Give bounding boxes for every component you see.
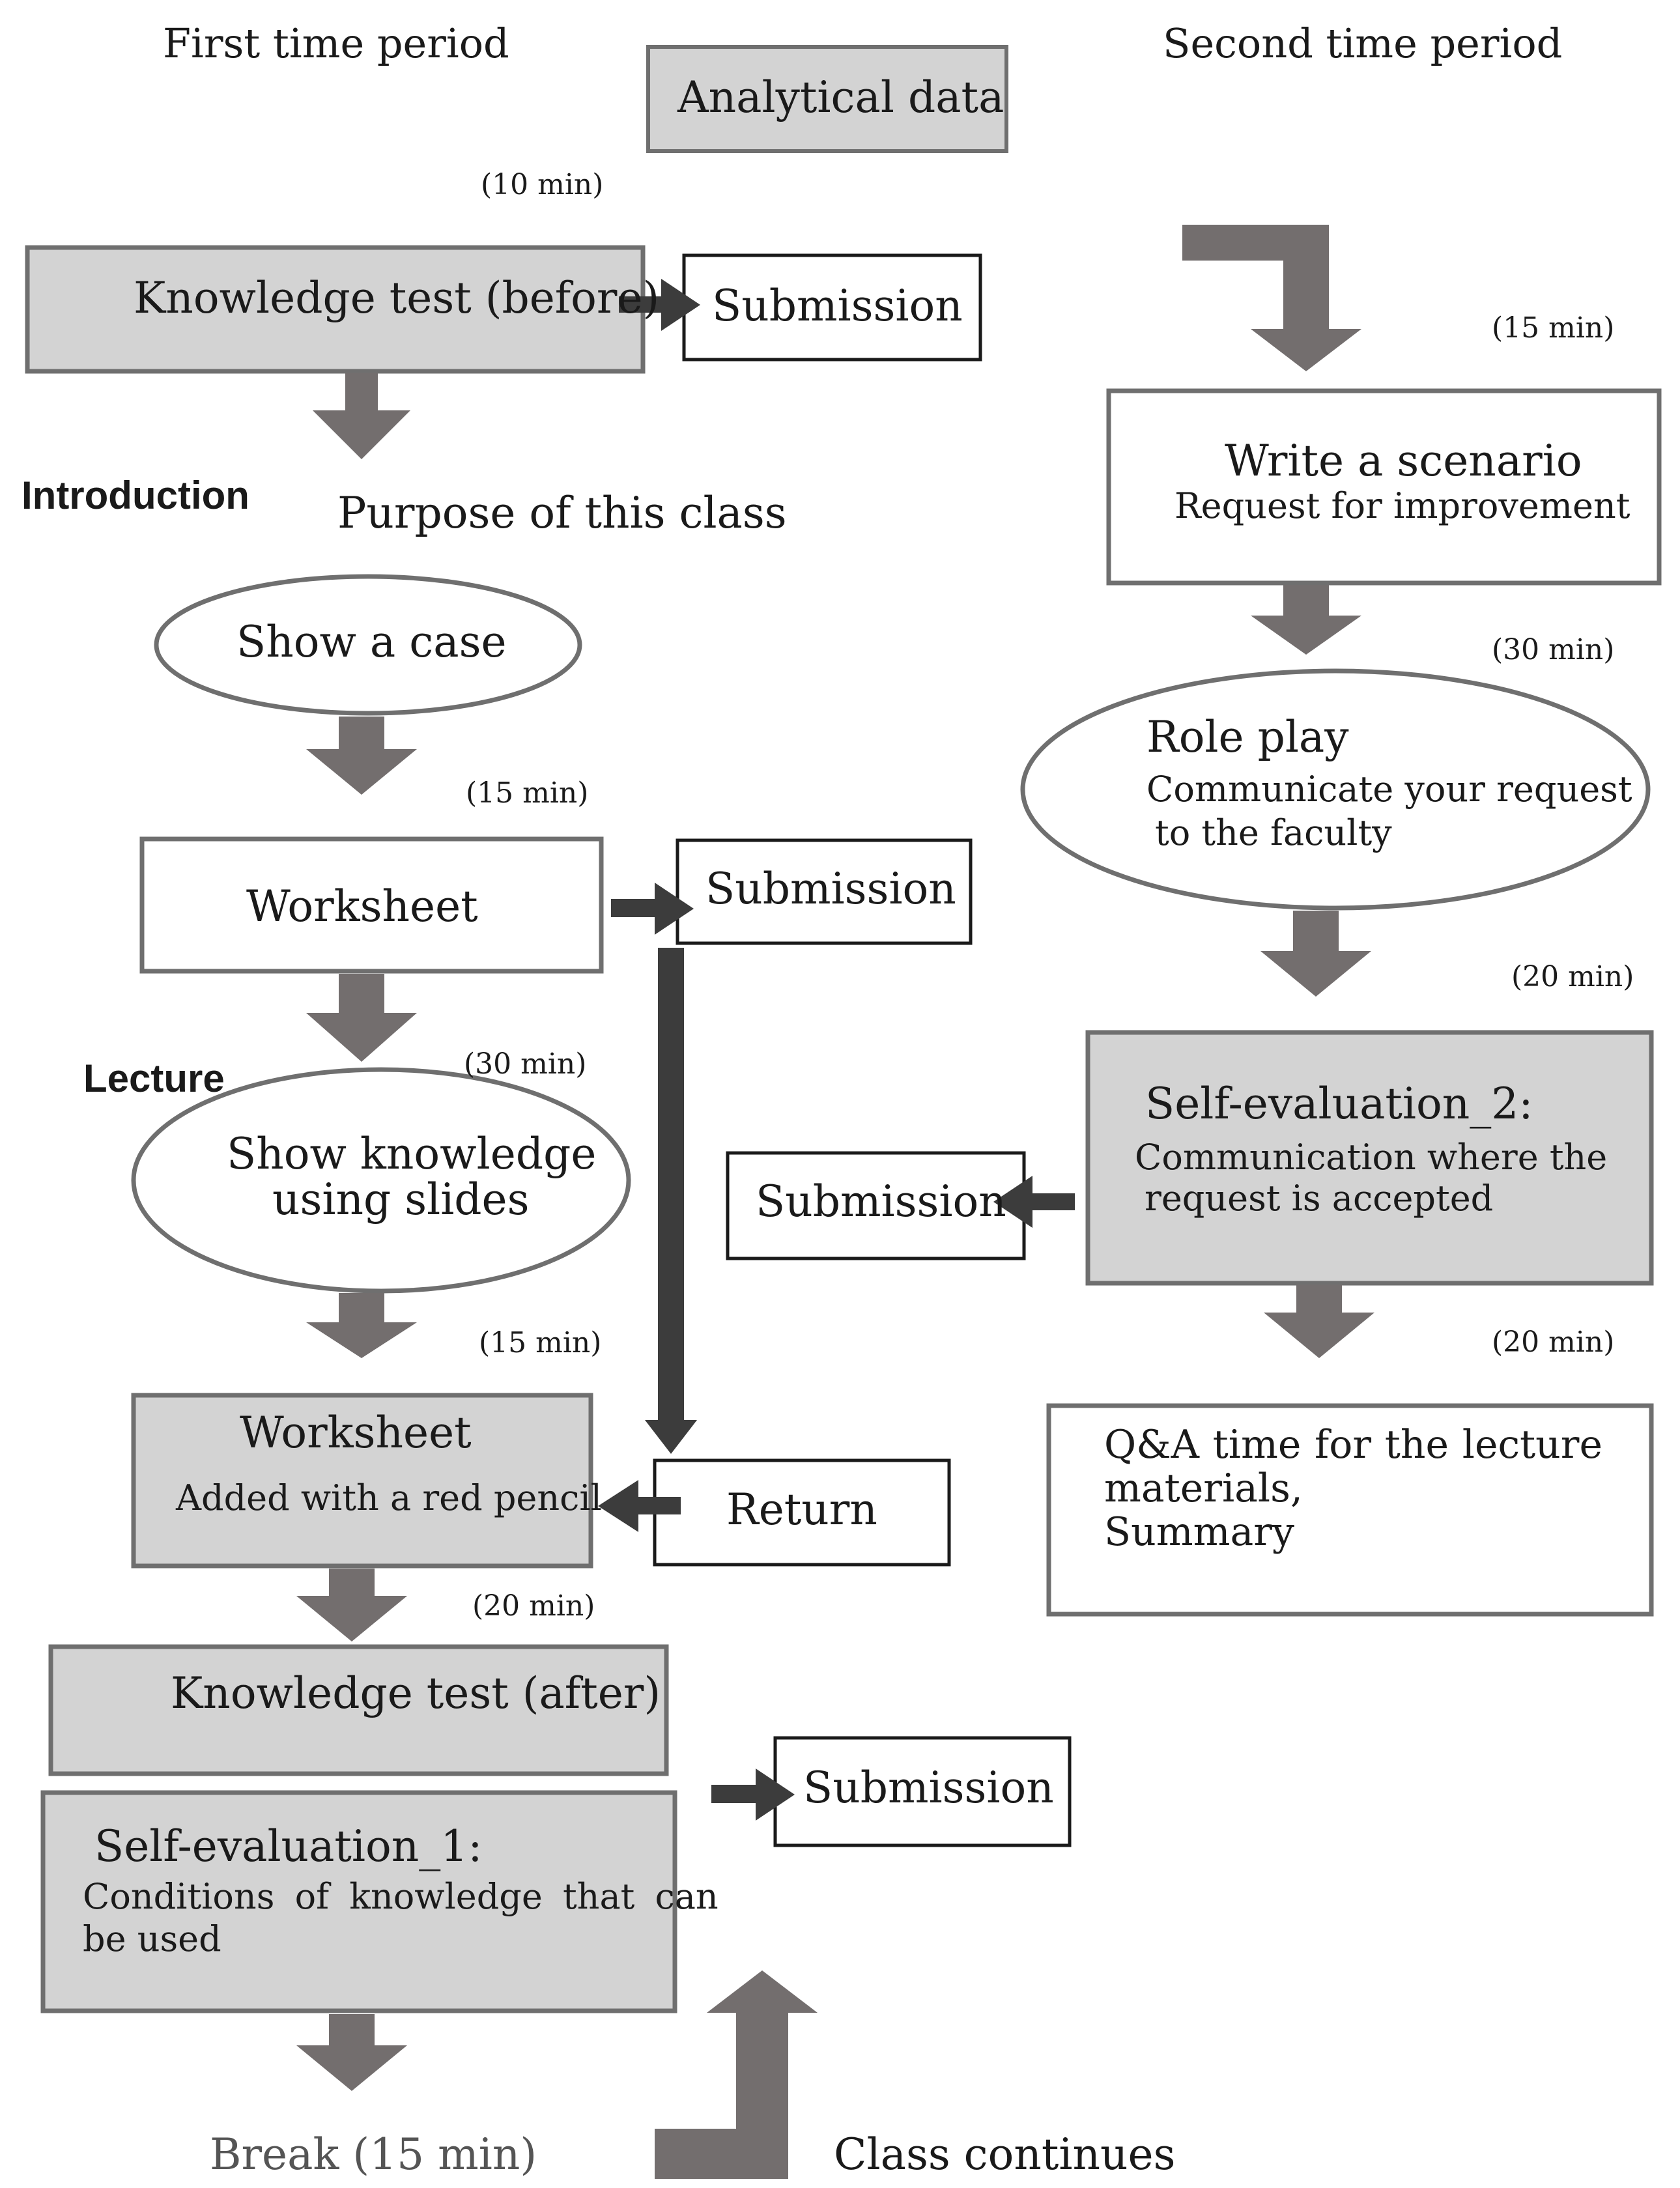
second-period-header: Second time period bbox=[1163, 20, 1563, 67]
return-label: Return bbox=[726, 1485, 877, 1535]
knowledge-test-before-label: Knowledge test (before) bbox=[134, 273, 660, 323]
worksheet-label: Worksheet bbox=[246, 881, 478, 931]
knowledge-test-before-box bbox=[25, 245, 646, 374]
time-label: (10 min) bbox=[481, 168, 604, 201]
submission-label-2: Submission bbox=[705, 864, 956, 914]
purpose-label: Purpose of this class bbox=[337, 488, 787, 538]
first-period-header: First time period bbox=[163, 20, 509, 67]
time-label: (20 min) bbox=[472, 1589, 595, 1623]
submission-box-1 bbox=[682, 253, 982, 362]
submission-box-2 bbox=[676, 838, 973, 945]
analytical-data-label: Analytical data bbox=[677, 72, 1004, 122]
show-knowledge-ellipse bbox=[131, 1067, 631, 1294]
time-label: (20 min) bbox=[1511, 960, 1634, 993]
submission-label-1: Submission bbox=[712, 281, 963, 331]
self-evaluation-1-box bbox=[40, 1790, 677, 2013]
role-play-ellipse bbox=[1020, 668, 1651, 911]
role-play-sub1: Communicate your request bbox=[1146, 769, 1632, 810]
right-arrow bbox=[611, 883, 694, 935]
self-evaluation-1-sub1: Conditions of knowledge that can bbox=[83, 1876, 719, 1917]
self-evaluation-1-title: Self-evaluation_1: bbox=[94, 1821, 483, 1871]
role-play-title: Role play bbox=[1146, 712, 1349, 762]
bent-arrow-second-period-start bbox=[1182, 225, 1361, 371]
down-arrow bbox=[296, 2014, 407, 2091]
break-label: Break (15 min) bbox=[210, 2129, 537, 2180]
qa-box bbox=[1046, 1403, 1654, 1617]
time-label: (30 min) bbox=[464, 1047, 587, 1081]
down-arrow bbox=[1264, 1285, 1374, 1358]
write-scenario-sub: Request for improvement bbox=[1175, 485, 1630, 526]
knowledge-test-after-label: Knowledge test (after) bbox=[171, 1668, 661, 1718]
self-evaluation-1-sub2: be used bbox=[83, 1918, 221, 1959]
submission-box-3 bbox=[773, 1736, 1072, 1847]
down-arrow bbox=[1260, 911, 1371, 997]
time-label: (20 min) bbox=[1492, 1326, 1615, 1359]
class-continues-label: Class continues bbox=[834, 2129, 1176, 2180]
introduction-label: Introduction bbox=[21, 474, 249, 517]
show-case-ellipse bbox=[154, 574, 582, 716]
lecture-label: Lecture bbox=[83, 1057, 225, 1100]
time-label: (15 min) bbox=[479, 1326, 602, 1359]
write-scenario-title: Write a scenario bbox=[1225, 436, 1582, 486]
submission-box-4 bbox=[726, 1151, 1026, 1260]
return-box bbox=[653, 1458, 951, 1567]
submission-label-3: Submission bbox=[803, 1763, 1054, 1813]
self-evaluation-2-sub2: request is accepted bbox=[1145, 1178, 1494, 1219]
qa-line1: Q&A time for the lecture bbox=[1104, 1422, 1602, 1468]
time-label: (15 min) bbox=[466, 776, 589, 810]
qa-text: Q&A time for the lecture materials, Summ… bbox=[1104, 1423, 1602, 1555]
analytical-data-box bbox=[646, 45, 1008, 153]
submission-label-4: Submission bbox=[756, 1176, 1006, 1227]
right-arrow bbox=[619, 279, 700, 331]
knowledge-test-after-box bbox=[48, 1644, 669, 1776]
worksheet-red-sub: Added with a red pencil bbox=[176, 1477, 602, 1518]
bent-arrow-class-continues bbox=[655, 1970, 818, 2179]
self-evaluation-2-sub1: Communication where the bbox=[1135, 1137, 1608, 1178]
down-arrow bbox=[1251, 585, 1361, 655]
qa-line3: Summary bbox=[1104, 1509, 1294, 1556]
down-arrow bbox=[313, 373, 410, 459]
qa-line2: materials, bbox=[1104, 1466, 1303, 1512]
down-arrow bbox=[306, 974, 417, 1062]
self-evaluation-2-title: Self-evaluation_2: bbox=[1145, 1079, 1533, 1129]
show-case-label: Show a case bbox=[236, 617, 507, 667]
show-knowledge-line1: Show knowledge bbox=[227, 1129, 597, 1179]
left-arrow bbox=[598, 1480, 681, 1532]
worksheet-red-pencil-box bbox=[131, 1393, 593, 1569]
worksheet-box bbox=[139, 836, 604, 974]
left-arrow bbox=[993, 1176, 1075, 1228]
role-play-sub2: to the faculty bbox=[1155, 812, 1392, 853]
return-down-arrow bbox=[645, 948, 697, 1454]
time-label: (15 min) bbox=[1492, 311, 1615, 345]
show-knowledge-line2: using slides bbox=[272, 1174, 530, 1225]
self-evaluation-2-box bbox=[1085, 1030, 1654, 1286]
worksheet-red-title: Worksheet bbox=[240, 1408, 472, 1458]
down-arrow bbox=[306, 717, 417, 795]
time-label: (30 min) bbox=[1492, 633, 1615, 666]
right-arrow bbox=[711, 1769, 795, 1821]
write-scenario-box bbox=[1106, 388, 1662, 586]
down-arrow bbox=[296, 1569, 407, 1641]
down-arrow bbox=[306, 1293, 417, 1358]
